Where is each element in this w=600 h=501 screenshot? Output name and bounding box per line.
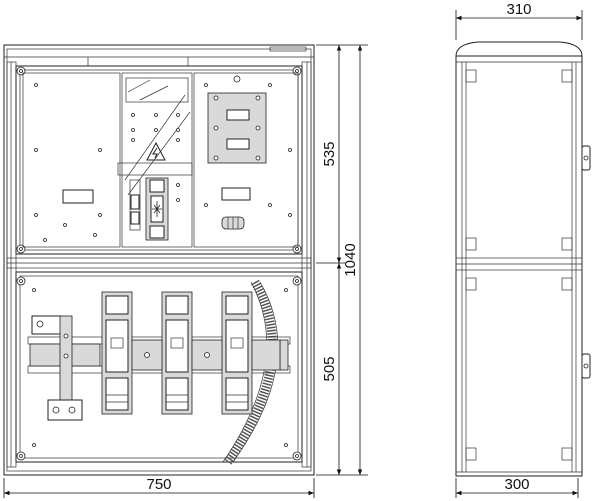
front-view — [3, 44, 315, 476]
fuse-disconnector-3 — [221, 291, 253, 415]
upper-height-label: 535 — [321, 141, 338, 166]
lower-compartment — [15, 271, 303, 465]
front-width-label: 750 — [146, 476, 171, 493]
total-height-label: 1040 — [342, 243, 359, 276]
fuse-disconnector-1 — [101, 291, 133, 415]
upper-compartment — [15, 65, 303, 255]
side-view — [455, 41, 591, 477]
dimension-lines — [3, 10, 583, 498]
side-bottom-depth-label: 300 — [504, 476, 529, 493]
fuse-disconnector-2 — [161, 291, 193, 415]
lower-height-label: 505 — [321, 356, 338, 381]
side-top-depth-label: 310 — [506, 1, 531, 18]
